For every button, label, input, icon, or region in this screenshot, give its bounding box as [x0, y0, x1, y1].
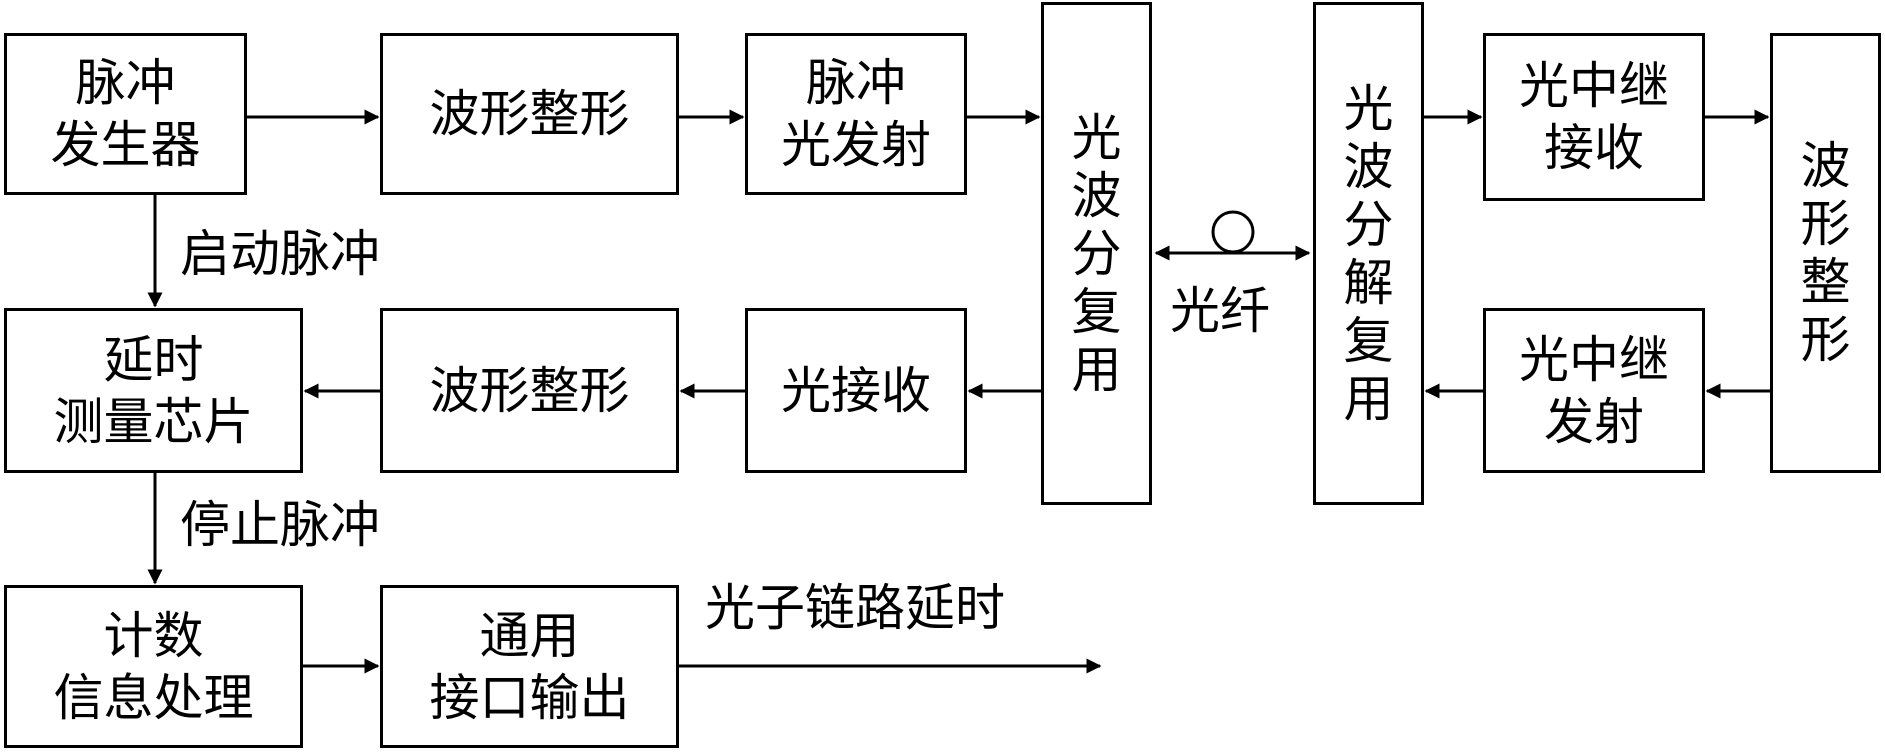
start-pulse-label: 启动脉冲	[180, 225, 380, 283]
interface-box: 通用 接口输出	[380, 585, 679, 748]
waveform-shaping-tx-label: 波形整形	[429, 85, 630, 143]
waveform-shaping-right-label: 波形整形	[1800, 137, 1851, 369]
output-label: 光子链路延时	[705, 579, 1005, 637]
delay-chip-label: 延时 测量芯片	[53, 330, 254, 451]
relay-tx-label: 光中继 发射	[1519, 330, 1669, 451]
counter-label: 计数 信息处理	[53, 606, 254, 727]
relay-rx-label: 光中继 接收	[1519, 57, 1669, 177]
optical-rx-box: 光接收	[745, 308, 967, 473]
delay-chip-box: 延时 测量芯片	[4, 308, 303, 473]
waveform-shaping-right-box: 波形整形	[1770, 33, 1881, 473]
waveform-shaping-rx-label: 波形整形	[429, 361, 630, 420]
relay-tx-box: 光中继 发射	[1483, 308, 1705, 473]
pulse-optical-tx-box: 脉冲 光发射	[745, 33, 967, 195]
interface-label: 通用 接口输出	[429, 606, 630, 727]
wdm-mux-label: 光波分复用	[1071, 108, 1122, 399]
counter-box: 计数 信息处理	[4, 585, 303, 748]
optical-rx-label: 光接收	[781, 361, 931, 420]
wdm-demux-label: 光波分解复用	[1343, 79, 1394, 428]
wdm-mux-box: 光波分复用	[1041, 2, 1152, 505]
stop-pulse-label: 停止脉冲	[180, 496, 380, 554]
relay-rx-box: 光中继 接收	[1483, 33, 1705, 201]
fiber-coil-icon	[1211, 210, 1255, 254]
wdm-demux-box: 光波分解复用	[1313, 2, 1424, 505]
waveform-shaping-tx-box: 波形整形	[380, 33, 679, 195]
fiber-label: 光纤	[1170, 282, 1270, 340]
waveform-shaping-rx-box: 波形整形	[380, 308, 679, 473]
pulse-generator-label: 脉冲 发生器	[50, 54, 201, 174]
pulse-generator-box: 脉冲 发生器	[4, 33, 247, 195]
pulse-optical-tx-label: 脉冲 光发射	[781, 54, 931, 174]
